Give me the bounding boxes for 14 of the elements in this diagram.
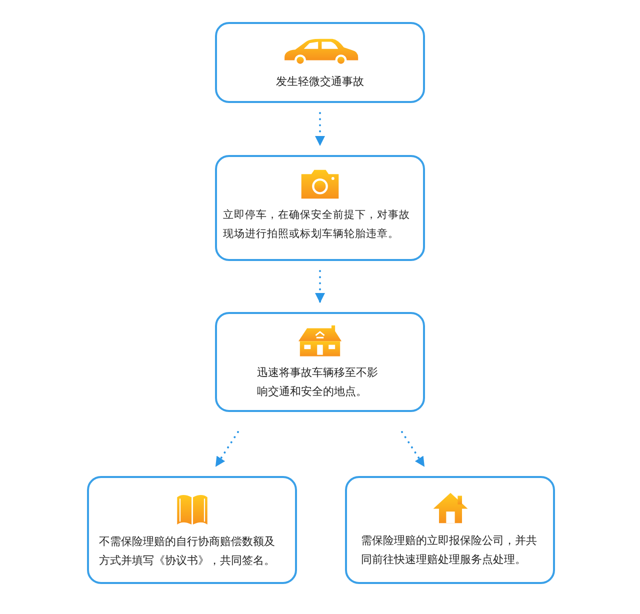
process-box [215,155,425,261]
arrow [315,270,325,303]
step-text: 需保险理赔的立即报保险公司，并共同前往快速理赔处理服务点处理。 [361,532,538,568]
process-box [215,312,425,412]
arrow [315,112,325,146]
step-text: 不需保险理赔的自行协商赔偿数额及方式并填写《协议书》，共同签名。 [99,534,276,569]
process-box [87,476,297,584]
step-text: 发生轻微交通事故 [276,74,364,90]
arrow [401,431,425,467]
process-box [215,22,425,103]
arrow [215,431,239,467]
step-text: 迅速将事故车辆移至不影响交通和安全的地点。 [257,365,379,400]
step-text: 立即停车，在确保安全前提下，对事故现场进行拍照或标划车辆轮胎违章。 [223,208,411,242]
process-box [345,476,555,584]
